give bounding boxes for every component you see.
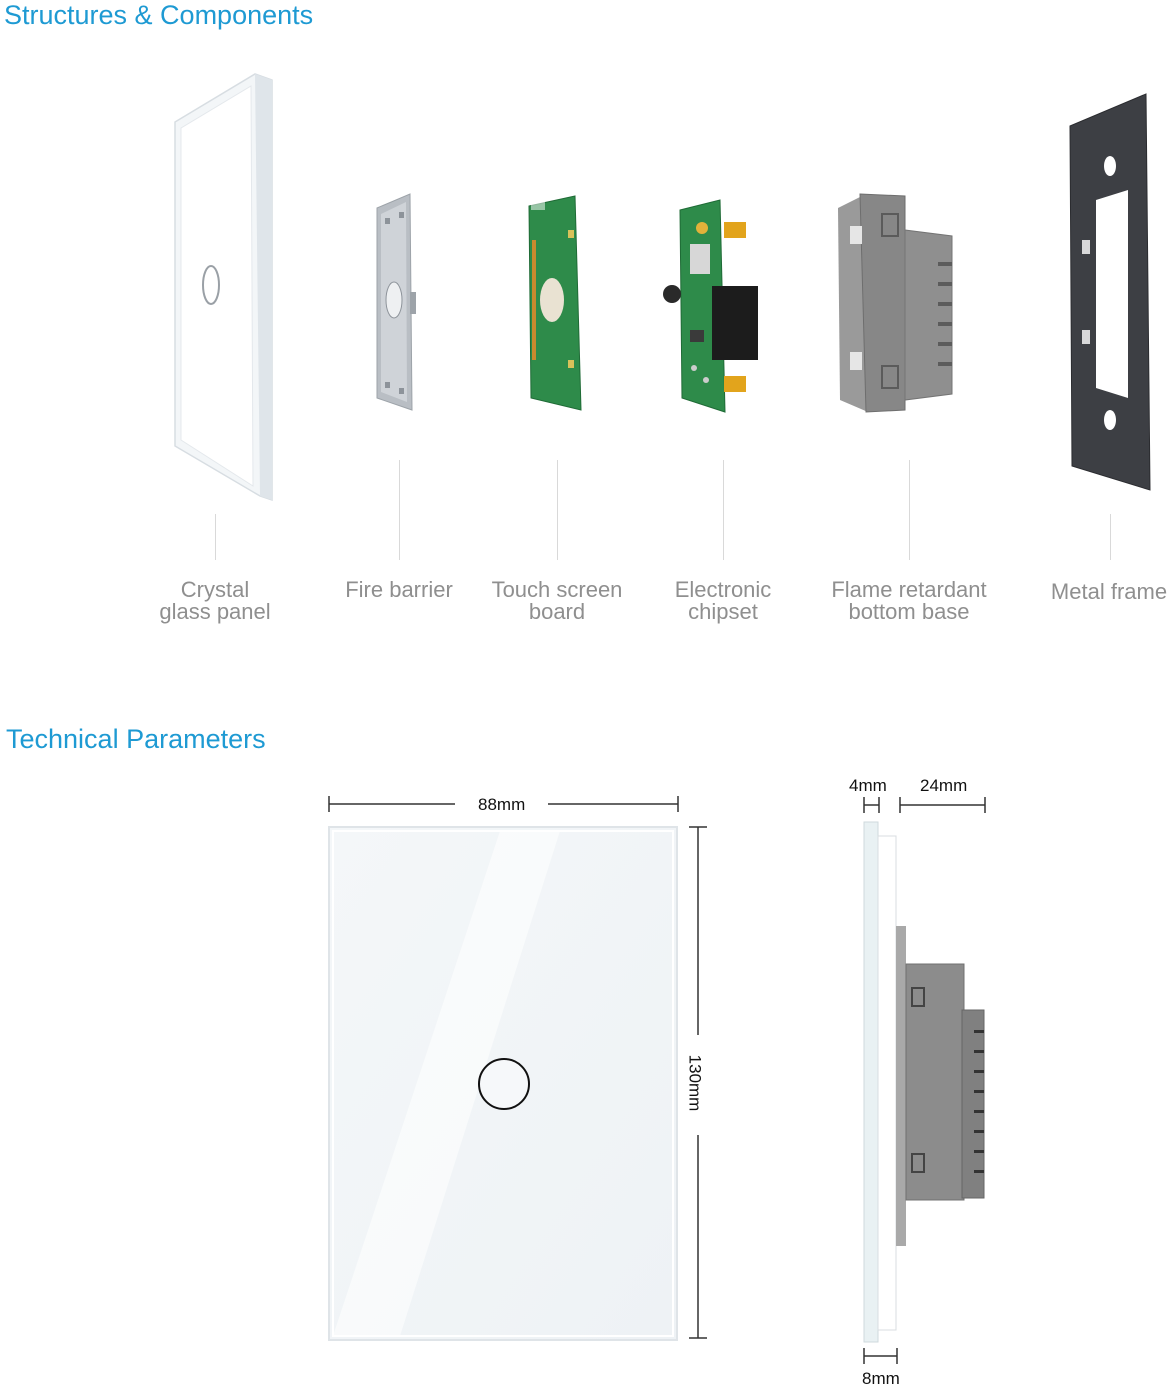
dimension-base-thickness-label: 8mm	[862, 1369, 900, 1388]
leader-line	[215, 514, 216, 560]
label-fire-barrier: Fire barrier	[345, 579, 453, 601]
label-electronic-chipset: Electronic chipset	[675, 579, 772, 623]
electronic-chipset-image	[663, 199, 758, 413]
section-title-structures: Structures & Components	[4, 0, 314, 30]
fire-barrier-image	[376, 193, 416, 411]
side-view-panel	[863, 821, 985, 1343]
leader-line	[909, 460, 910, 560]
touch-button-icon	[478, 1058, 530, 1110]
dimension-depth-label: 24mm	[920, 776, 968, 795]
leader-line	[399, 460, 400, 560]
label-line: bottom base	[848, 599, 970, 624]
label-line: glass panel	[159, 599, 271, 624]
components-illustration	[174, 73, 1151, 502]
label-line: Metal frame	[1050, 579, 1168, 604]
dimension-height-label: 130mm	[685, 1054, 705, 1112]
label-touch-screen-board: Touch screen board	[492, 579, 623, 623]
base-thickness-dimension-line	[863, 1348, 898, 1364]
crystal-glass-panel-image	[174, 73, 273, 502]
label-line: chipset	[688, 599, 758, 624]
glass-thickness-dimension-line	[863, 797, 880, 813]
depth-dimension-line	[899, 797, 986, 813]
label-line: Fire barrier	[345, 577, 453, 602]
flame-retardant-base-image	[838, 193, 953, 413]
section-title-technical: Technical Parameters	[6, 724, 266, 754]
label-line: board	[528, 599, 586, 624]
metal-frame-image	[1069, 93, 1151, 491]
leader-line	[1110, 514, 1111, 560]
label-line: Crystal	[180, 577, 250, 602]
touch-screen-board-image	[528, 195, 582, 411]
front-view-panel	[328, 826, 678, 1341]
label-metal-frame: Metal frame	[1051, 581, 1167, 603]
label-line: Electronic	[674, 577, 772, 602]
touch-button-icon	[202, 265, 220, 305]
leader-line	[557, 460, 558, 560]
label-line: Touch screen	[491, 577, 623, 602]
leader-line	[723, 460, 724, 560]
label-crystal-glass-panel: Crystal glass panel	[159, 579, 270, 623]
dimension-width-label: 88mm	[478, 795, 526, 814]
dimension-glass-thickness-label: 4mm	[849, 776, 887, 795]
label-line: Flame retardant	[831, 577, 987, 602]
label-flame-retardant-base: Flame retardant bottom base	[831, 579, 986, 623]
